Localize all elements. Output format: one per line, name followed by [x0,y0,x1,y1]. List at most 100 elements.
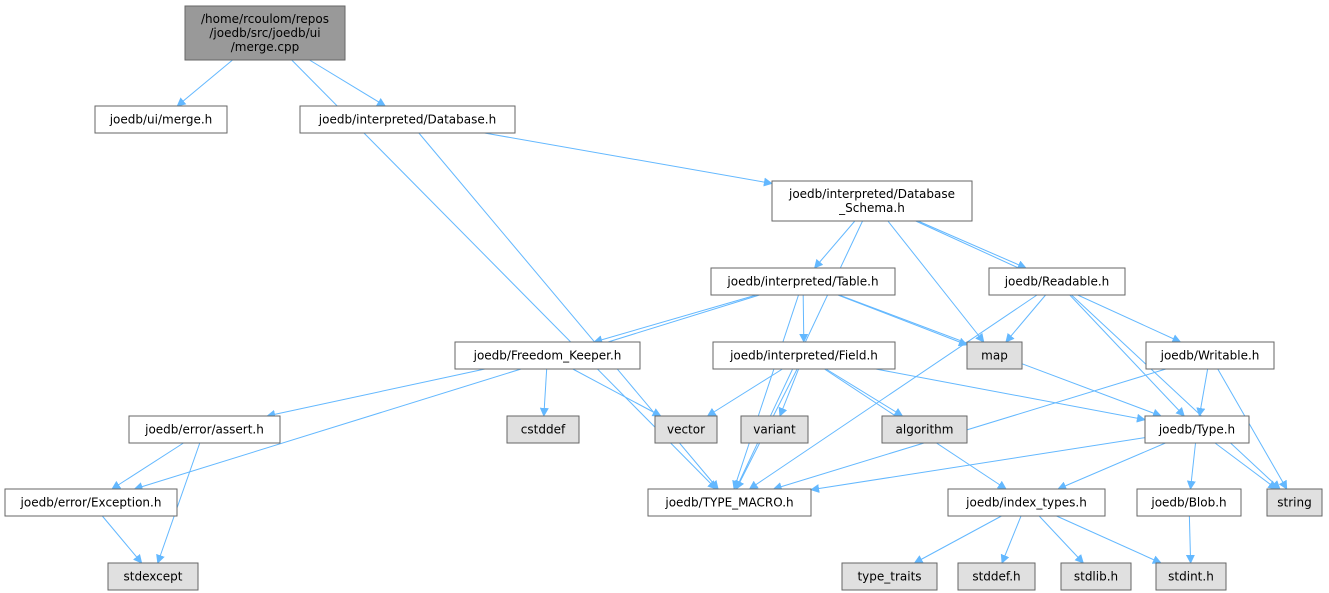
edge-writable-to-string [1217,368,1288,490]
node-label: joedb/TYPE_MACRO.h [664,496,793,510]
node-label: joedb/error/assert.h [144,423,264,437]
node-index-types[interactable]: joedb/index_types.h [947,488,1106,517]
edge-root-to-database [309,59,387,107]
node-box [988,267,1126,296]
node-label: /merge.cpp [231,40,299,54]
node-label: stdexcept [124,570,183,584]
node-box [710,267,896,296]
edge-index_types-to-stdlib [1038,515,1084,564]
node-box [1266,488,1323,517]
node-layer: /home/rcoulom/repos/joedb/src/joedb/ui/m… [4,5,1323,591]
edge-exception-to-stdexcept [101,515,143,564]
node-label: type_traits [857,570,921,584]
edge-db_schema-to-readable [917,220,1027,269]
node-box [1155,562,1227,591]
edge-table-to-type_macro [732,294,799,490]
node-box [4,488,178,517]
node-box [647,488,812,517]
edge-db_schema-to-map [887,220,985,343]
node-label: joedb/Blob.h [1150,496,1226,510]
node-box [1136,488,1242,517]
node-label: joedb/Readable.h [1004,275,1110,289]
edge-index_types-to-type_traits [913,515,1002,564]
edge-writable-to-type_macro [772,368,1167,491]
node-ui-merge[interactable]: joedb/ui/merge.h [94,105,228,134]
node-freedom[interactable]: joedb/Freedom_Keeper.h [454,341,641,370]
edge-index_types-to-stdint [1056,515,1162,564]
node-stdexcept: stdexcept [107,562,199,591]
edge-readable-to-map [1005,294,1046,343]
node-label: /home/rcoulom/repos [201,12,329,26]
edge-table-to-map [837,294,968,347]
node-box [1060,562,1132,591]
node-box [1144,415,1250,444]
node-box [957,562,1036,591]
node-label: joedb/Freedom_Keeper.h [473,349,622,363]
node-readable[interactable]: joedb/Readable.h [988,267,1126,296]
node-stdint: stdint.h [1155,562,1227,591]
node-algorithm: algorithm [881,415,968,444]
node-stdlib: stdlib.h [1060,562,1132,591]
node-label: vector [667,423,705,437]
node-label: joedb/error/Exception.h [20,496,162,510]
node-table[interactable]: joedb/interpreted/Table.h [710,267,896,296]
node-box [506,415,580,444]
node-variant: variant [740,415,809,444]
node-type[interactable]: joedb/Type.h [1144,415,1250,444]
edge-type-to-blob [1186,442,1197,490]
edge-readable-to-type_macro [748,294,1038,490]
edge-field-to-variant [778,368,800,417]
node-box [128,415,281,444]
node-database[interactable]: joedb/interpreted/Database.h [299,105,516,134]
node-box [184,5,346,61]
node-box [1145,341,1275,370]
node-box [947,488,1106,517]
node-exception[interactable]: joedb/error/Exception.h [4,488,178,517]
node-map: map [966,341,1023,370]
node-box [654,415,718,444]
node-label: algorithm [896,423,954,437]
edge-type-to-string [1214,442,1278,490]
node-type-macro[interactable]: joedb/TYPE_MACRO.h [647,488,812,517]
edge-table-to-freedom [593,294,757,345]
node-label: joedb/Writable.h [1160,349,1260,363]
node-box [881,415,968,444]
edge-table-to-exception [133,294,760,491]
node-type-traits: type_traits [841,562,938,591]
node-vector: vector [654,415,718,444]
edge-freedom-to-vector [572,368,662,417]
edge-table-to-field [799,294,809,343]
edge-field-to-type [875,368,1146,423]
node-label: joedb/interpreted/Database.h [318,113,496,127]
edge-writable-to-type [1196,368,1209,417]
edge-assert-to-exception [111,442,184,490]
edge-type-to-type_macro [810,437,1146,493]
edge-freedom-to-cstddef [539,368,549,417]
node-label: map [981,349,1008,363]
edge-database-to-db_schema [484,132,773,187]
edge-readable-to-string [1071,294,1281,490]
node-field[interactable]: joedb/interpreted/Field.h [712,341,896,370]
node-label: _Schema.h [838,201,905,215]
node-box [712,341,896,370]
node-cstddef: cstddef [506,415,580,444]
node-label: cstddef [521,423,566,437]
node-blob[interactable]: joedb/Blob.h [1136,488,1242,517]
edge-freedom-to-assert [266,368,486,419]
edge-index_types-to-stddef [1000,515,1022,564]
node-root[interactable]: /home/rcoulom/repos/joedb/src/joedb/ui/m… [184,5,346,61]
node-stddef: stddef.h [957,562,1036,591]
node-assert[interactable]: joedb/error/assert.h [128,415,281,444]
node-box [841,562,938,591]
node-box [94,105,228,134]
node-box [299,105,516,134]
edge-root-to-ui_merge [176,59,233,107]
node-db-schema[interactable]: joedb/interpreted/Database_Schema.h [771,180,973,222]
edge-field-to-vector [706,368,783,417]
node-label: string [1277,496,1311,510]
node-box [966,341,1023,370]
node-label: variant [753,423,796,437]
node-writable[interactable]: joedb/Writable.h [1145,341,1275,370]
node-box [740,415,809,444]
